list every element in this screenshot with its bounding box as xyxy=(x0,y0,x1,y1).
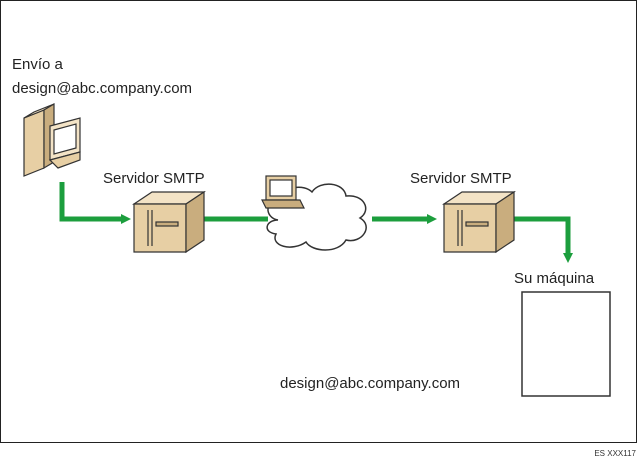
destination-label: Su máquina xyxy=(514,270,595,287)
diagram-frame xyxy=(0,0,637,443)
sender-line-1: Envío a xyxy=(12,56,63,73)
recipient-address: design@abc.company.com xyxy=(280,375,461,392)
destination-machine-box xyxy=(521,291,611,397)
arrow-smtp-to-machine xyxy=(512,216,573,263)
smtp-server-left-label: Servidor SMTP xyxy=(103,170,205,187)
smtp-server-left-icon xyxy=(132,190,206,254)
network-computer-icon xyxy=(261,175,305,209)
computer-icon xyxy=(23,102,81,177)
smtp-server-right-icon xyxy=(442,190,516,254)
figure-code: ES XXX117 xyxy=(594,449,636,458)
arrow-sender-to-smtp xyxy=(59,182,131,224)
sender-address: design@abc.company.com xyxy=(12,80,193,97)
smtp-server-right-label: Servidor SMTP xyxy=(410,170,512,187)
flow-arrows xyxy=(59,182,573,263)
